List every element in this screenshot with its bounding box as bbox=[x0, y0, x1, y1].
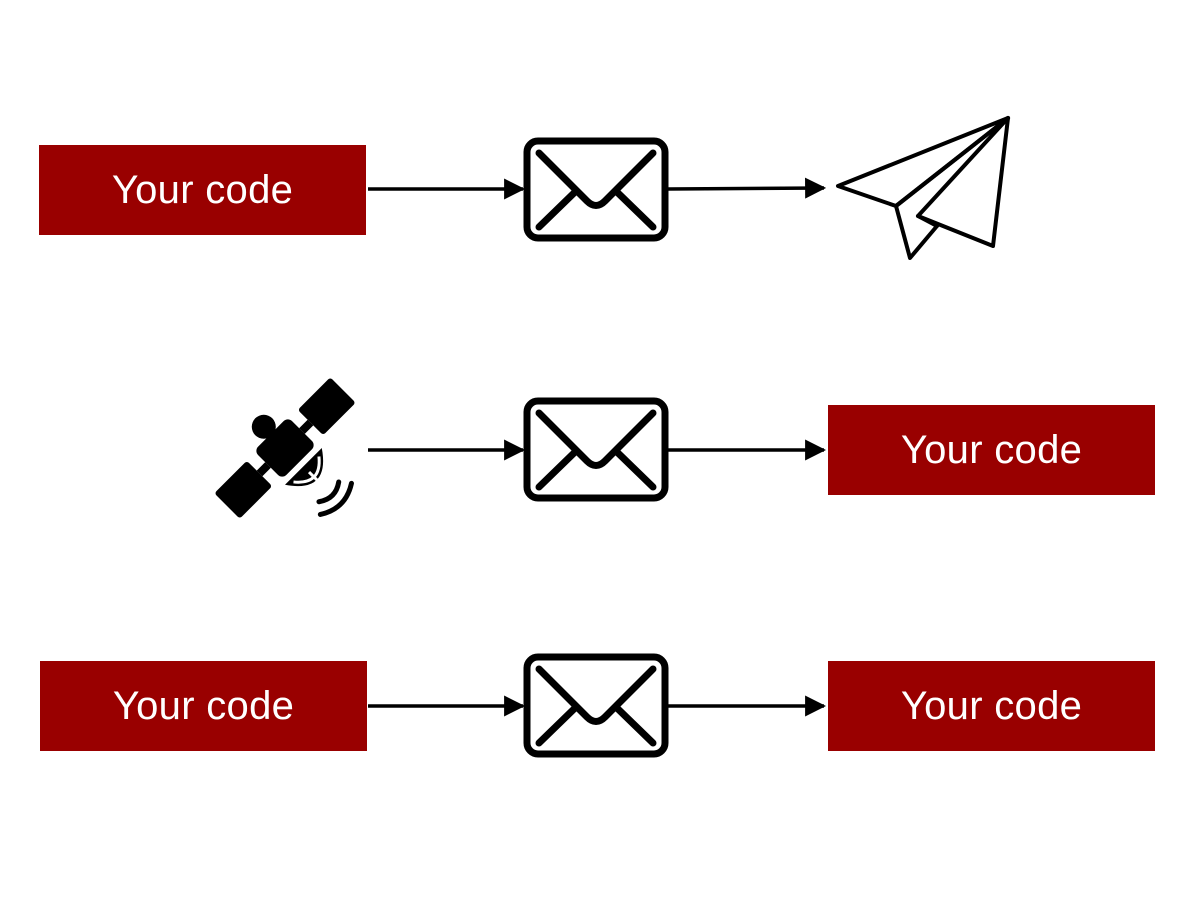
envelope-icon bbox=[523, 653, 669, 758]
envelope-icon bbox=[523, 397, 669, 502]
paper-plane-icon bbox=[836, 116, 1010, 260]
code-box: Your code bbox=[40, 661, 367, 751]
code-box: Your code bbox=[828, 405, 1155, 495]
satellite-icon bbox=[215, 378, 355, 518]
envelope-icon bbox=[523, 137, 669, 242]
code-box: Your code bbox=[39, 145, 366, 235]
row1-arrow-to-plane bbox=[667, 177, 827, 199]
code-box: Your code bbox=[828, 661, 1155, 751]
